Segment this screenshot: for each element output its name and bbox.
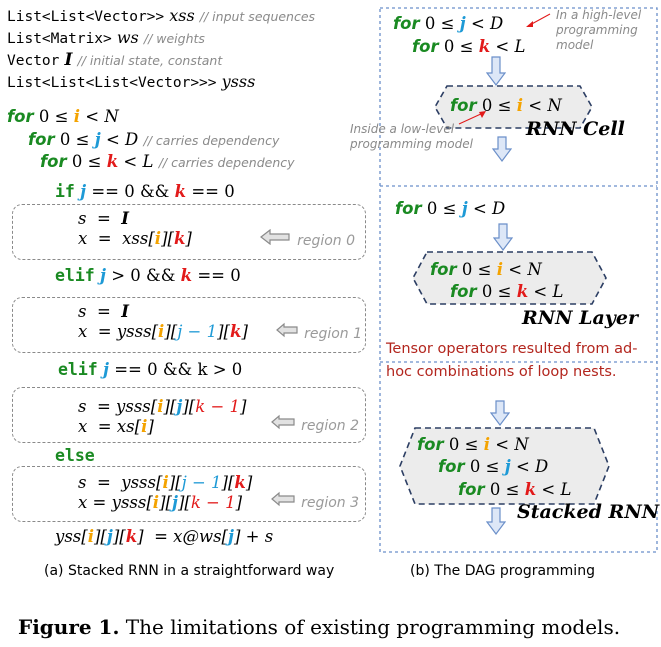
region-3-line2: x = ysss[i][j][k − 1]	[78, 493, 243, 512]
region-1-line1: s = I	[78, 302, 129, 321]
figure-text: The limitations of existing programming …	[125, 615, 621, 639]
loop-k: for 0 ≤ k < L // carries dependency	[40, 152, 295, 171]
panel-frame	[379, 7, 658, 553]
layer-loop-k: for 0 ≤ k < L	[450, 282, 564, 301]
loop-j: for 0 ≤ j < D // carries dependency	[28, 130, 280, 149]
region-0-line2: x = xss[i][k]	[78, 229, 192, 248]
region-3-tag: region 3	[270, 491, 359, 511]
loop-i: for 0 ≤ i < N	[7, 107, 119, 126]
stacked-rnn-title: Stacked RNN	[517, 501, 660, 523]
layer-loop-i: for 0 ≤ i < N	[430, 260, 542, 279]
rnn-layer-hexagon	[412, 251, 607, 305]
cell-loop-j: for 0 ≤ j < D	[393, 14, 504, 33]
red-note-line2: hoc combinations of loop nests.	[386, 364, 617, 380]
region-2-line2: x = xs[i]	[78, 417, 154, 436]
annotation-arrow-icon	[458, 111, 486, 125]
region-0-tag: region 0	[258, 228, 355, 249]
decl-xss: List<List<Vector>> xss // input sequence…	[7, 6, 316, 25]
decl-ysss: List<List<List<Vector>>> ysss	[7, 72, 256, 91]
caption-a: (a) Stacked RNN in a straightforward way	[44, 563, 335, 579]
left-arrow-icon	[271, 414, 295, 430]
rnn-cell-title: RNN Cell	[526, 118, 625, 140]
region-1-line2: x = ysss[i][j − 1][k]	[78, 322, 248, 341]
region-1-tag: region 1	[275, 322, 362, 342]
left-arrow-icon	[271, 491, 295, 507]
region-3-line1: s = ysss[i][j − 1][k]	[78, 473, 253, 492]
left-arrow-icon	[276, 322, 298, 338]
rnn-layer-title: RNN Layer	[522, 307, 638, 329]
layer-loop-j: for 0 ≤ j < D	[395, 199, 506, 218]
cell-loop-k: for 0 ≤ k < L	[412, 37, 526, 56]
annotation-arrow-icon	[526, 13, 551, 27]
stacked-loop-j: for 0 ≤ j < D	[438, 457, 549, 476]
cell-loop-i: for 0 ≤ i < N	[450, 96, 562, 115]
region-0-line1: s = I	[78, 209, 129, 228]
down-arrow-icon	[486, 507, 506, 535]
cond-if: if j == 0 && k == 0	[55, 182, 235, 201]
caption-b: (b) The DAG programming	[410, 563, 595, 579]
region-0-box	[12, 204, 366, 260]
region-2-box	[12, 387, 366, 443]
down-arrow-icon	[492, 136, 512, 162]
stacked-rnn-hexagon	[399, 427, 610, 505]
annotation-low-level: Inside a low-level programming model	[350, 122, 473, 151]
final-assignment: yss[i][j][k] = x@ws[j] + s	[55, 527, 274, 546]
down-arrow-icon	[486, 56, 506, 86]
down-arrow-icon	[490, 400, 510, 426]
region-2-tag: region 2	[270, 414, 359, 434]
region-2-line1: s = ysss[i][j][k − 1]	[78, 397, 247, 416]
stacked-loop-i: for 0 ≤ i < N	[417, 435, 529, 454]
stacked-loop-k: for 0 ≤ k < L	[458, 480, 572, 499]
decl-ws: List<Matrix> ws // weights	[7, 28, 205, 47]
region-3-box	[12, 466, 366, 522]
region-1-box	[12, 297, 366, 353]
figure-label: Figure 1.	[18, 615, 120, 639]
cond-else: else	[55, 446, 95, 465]
cond-elif-2: elif j == 0 && k > 0	[58, 360, 243, 379]
down-arrow-icon	[493, 223, 513, 251]
figure-caption: Figure 1. The limitations of existing pr…	[18, 615, 620, 639]
annotation-high-level: In a high-level programming model	[556, 8, 642, 52]
red-note-line1: Tensor operators resulted from ad-	[386, 341, 638, 357]
left-arrow-icon	[260, 228, 290, 246]
cond-elif-1: elif j > 0 && k == 0	[55, 266, 241, 285]
decl-I: Vector I // initial state, constant	[7, 50, 223, 70]
